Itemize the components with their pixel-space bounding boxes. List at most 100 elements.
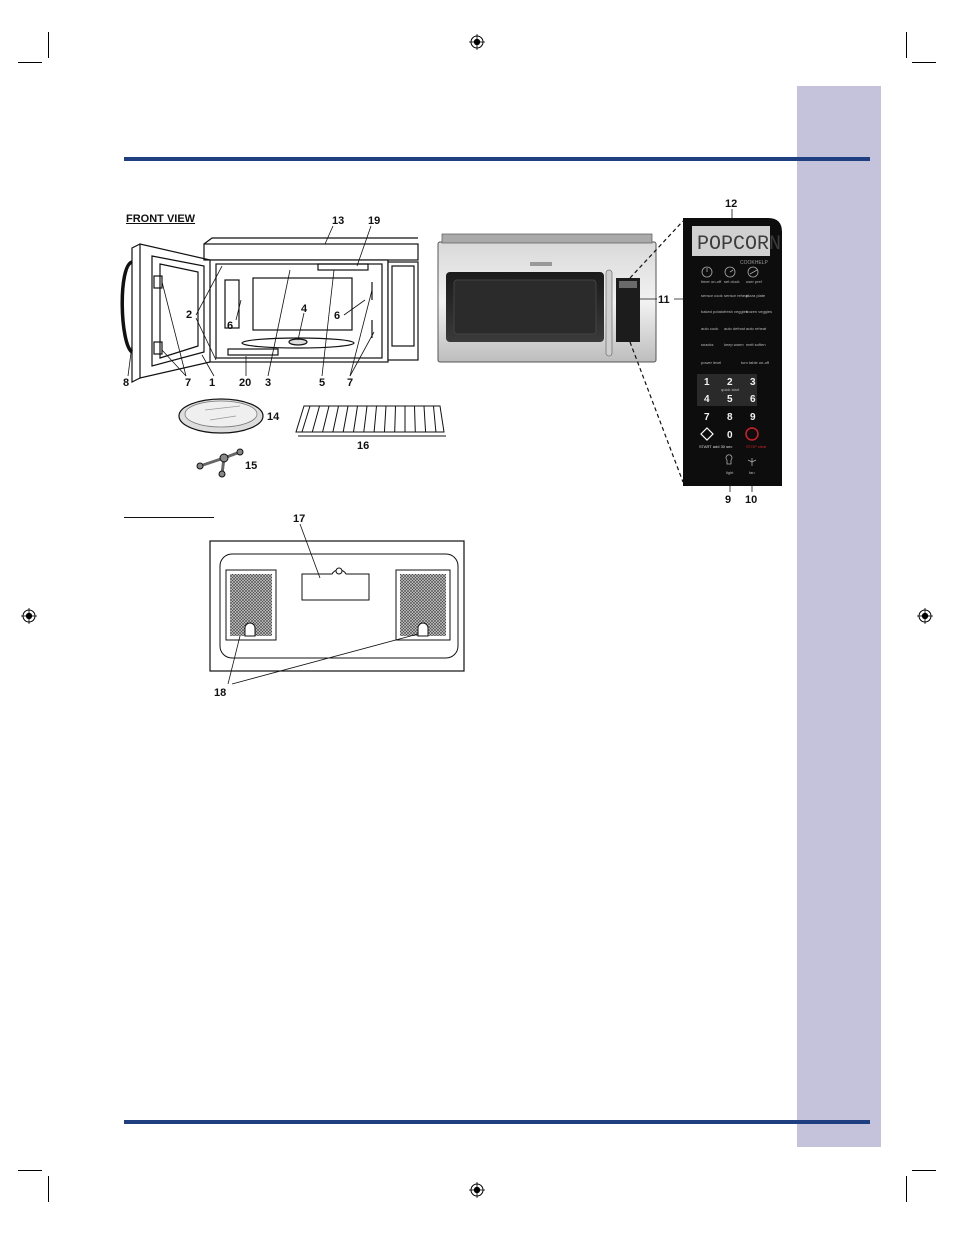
key-7[interactable]: 7 <box>704 412 710 423</box>
auto-defrost-key[interactable]: auto defrost <box>724 326 746 331</box>
sensor-cook-key[interactable]: sensor cook <box>701 293 723 298</box>
timer-key[interactable]: timer on-off <box>701 279 722 284</box>
label-1: 1 <box>209 377 215 389</box>
bottom-view-drawing <box>209 540 465 672</box>
svg-text:fan: fan <box>749 470 755 475</box>
label-6b: 6 <box>334 310 340 322</box>
key-1[interactable]: 1 <box>704 377 710 388</box>
light-key[interactable]: light <box>725 454 734 475</box>
bottom-rule <box>124 1120 870 1124</box>
melt-soften-key[interactable]: melt soften <box>746 342 766 347</box>
label-6a: 6 <box>227 320 233 332</box>
rack-bar <box>353 405 358 433</box>
timer-icon <box>701 266 713 278</box>
rack-bar <box>342 405 349 433</box>
rack-bar <box>433 405 437 433</box>
start-key[interactable]: START add 30 sec <box>699 427 732 449</box>
set-clock-key[interactable]: set clock <box>724 279 740 284</box>
rack-bar <box>414 405 416 433</box>
crop-mark <box>912 62 936 63</box>
label-19: 19 <box>368 215 380 227</box>
label-5: 5 <box>319 377 325 389</box>
keep-warm-key[interactable]: keep warm <box>724 342 744 347</box>
crop-mark <box>18 1170 42 1171</box>
frozen-veggies-key[interactable]: frozen veggies <box>746 309 772 314</box>
crop-mark <box>48 32 49 58</box>
auto-reheat-key[interactable]: auto reheat <box>746 326 767 331</box>
glass-tray <box>178 398 264 434</box>
label-10: 10 <box>745 494 757 506</box>
label-15: 15 <box>245 460 257 472</box>
snacks-key[interactable]: snacks <box>701 342 713 347</box>
top-rule <box>124 157 870 161</box>
rack-bar <box>311 405 320 433</box>
rack-bar <box>322 405 330 433</box>
label-7b: 7 <box>347 377 353 389</box>
key-4[interactable]: 4 <box>704 394 710 405</box>
key-0[interactable]: 0 <box>727 430 733 441</box>
panel-display <box>692 226 770 256</box>
registration-mark-icon <box>917 608 933 624</box>
light-bulb-icon <box>725 454 733 465</box>
zoom-line-top <box>629 220 684 279</box>
key-3[interactable]: 3 <box>750 377 756 388</box>
front-view-title: FRONT VIEW <box>126 213 196 225</box>
stop-icon <box>745 427 759 441</box>
rack-bar <box>332 405 339 433</box>
microwave-front-photo <box>437 233 657 363</box>
baked-potato-key[interactable]: baked potato <box>701 309 725 314</box>
label-20: 20 <box>239 377 251 389</box>
turntable-key[interactable]: turn table on-off <box>741 360 770 365</box>
label-11: 11 <box>658 294 670 306</box>
registration-mark-icon <box>21 608 37 624</box>
key-8[interactable]: 8 <box>727 412 733 423</box>
label-14: 14 <box>267 411 280 423</box>
label-3: 3 <box>265 377 271 389</box>
control-panel: POPCORN COOKHELP timer on-off set clock … <box>683 218 782 486</box>
open-microwave-drawing <box>120 237 419 383</box>
key-5[interactable]: 5 <box>727 394 733 405</box>
label-18: 18 <box>214 687 226 699</box>
fan-key[interactable]: fan <box>747 458 757 475</box>
svg-text:STOP clear: STOP clear <box>746 444 767 449</box>
display-sub: COOKHELP <box>740 260 768 266</box>
rack-bar <box>363 405 368 433</box>
svg-text:light: light <box>726 470 734 475</box>
user-pref-key[interactable]: user pref <box>746 279 763 284</box>
leader-lines <box>127 209 753 685</box>
registration-mark-icon <box>469 34 485 50</box>
rack-bar <box>394 405 396 433</box>
quick-start-label: quick start <box>721 387 740 392</box>
label-4: 4 <box>301 303 308 315</box>
auto-cook-key[interactable]: auto cook <box>701 326 718 331</box>
crop-mark <box>906 32 907 58</box>
cooking-rack <box>295 405 446 437</box>
registration-mark-icon <box>469 1182 485 1198</box>
zoom-line-bottom <box>629 341 684 483</box>
power-level-key[interactable]: power level <box>701 360 721 365</box>
side-tab <box>797 86 881 1147</box>
start-icon <box>700 427 714 441</box>
key-2[interactable]: 2 <box>727 377 733 388</box>
rack-bar <box>373 405 377 433</box>
sensor-reheat-key[interactable]: sensor reheat <box>724 293 749 298</box>
svg-text:START add 30 sec: START add 30 sec <box>699 444 732 449</box>
fresh-veggies-key[interactable]: fresh veggies <box>724 309 748 314</box>
roller-ring <box>196 448 244 478</box>
label-7a: 7 <box>185 377 191 389</box>
bottom-view-title-underline <box>124 517 214 518</box>
display-text: POPCORN <box>697 233 781 256</box>
label-12: 12 <box>725 198 737 210</box>
key-9[interactable]: 9 <box>750 412 756 423</box>
label-13: 13 <box>332 215 344 227</box>
rack-bar <box>301 405 311 433</box>
stop-key[interactable]: STOP clear <box>745 427 767 449</box>
label-16: 16 <box>357 440 369 452</box>
key-6[interactable]: 6 <box>750 394 756 405</box>
crop-mark <box>912 1170 936 1171</box>
crop-mark <box>906 1176 907 1202</box>
rack-bar <box>383 405 387 433</box>
clock-icon <box>724 266 736 278</box>
pizza-plate-key[interactable]: pizza plate <box>746 293 766 298</box>
